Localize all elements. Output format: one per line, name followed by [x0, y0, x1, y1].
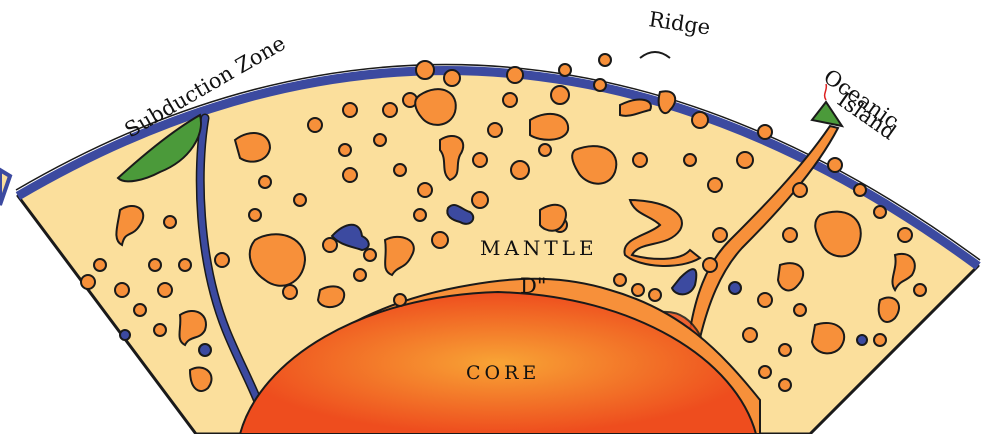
mantle-blob [649, 289, 661, 301]
mantle-blob [383, 103, 397, 117]
mantle-blob [779, 344, 791, 356]
mantle-blob [758, 293, 772, 307]
mantle-blob [235, 133, 270, 162]
mantle-blob [794, 304, 806, 316]
mantle-blob [318, 286, 344, 307]
mantle-blob [283, 285, 297, 299]
mantle-blob [633, 153, 647, 167]
mantle-blob [488, 123, 502, 137]
mantle-blob [154, 324, 166, 336]
mantle-blob [632, 284, 644, 296]
mantle-blob [614, 274, 626, 286]
mantle-blob [511, 161, 529, 179]
mantle-blob [179, 259, 191, 271]
mantle-blob [692, 112, 708, 128]
mantle-blob [294, 194, 306, 206]
mantle-label: MANTLE [480, 236, 598, 260]
mantle-blob [684, 154, 696, 166]
mantle-blob [713, 228, 727, 242]
mantle-blob [599, 54, 611, 66]
mantle-blob [473, 153, 487, 167]
slab-remnant [120, 330, 130, 340]
slab-remnant [857, 335, 867, 345]
slab-remnant [729, 282, 741, 294]
mantle-blob [308, 118, 322, 132]
mantle-blob [874, 206, 886, 218]
mantle-blob [158, 283, 172, 297]
mantle-blob [343, 168, 357, 182]
mantle-blob [94, 259, 106, 271]
mantle-blob [259, 176, 271, 188]
mantle-blob [190, 368, 212, 391]
mantle-blob [394, 164, 406, 176]
ridge-crest [640, 52, 670, 58]
mantle-blob [134, 304, 146, 316]
mantle-blob [418, 183, 432, 197]
mantle-blob [828, 158, 842, 172]
mantle-blob [708, 178, 722, 192]
mantle-blob [530, 114, 568, 140]
mantle-blob [339, 144, 351, 156]
mantle-blob [737, 152, 753, 168]
mantle-blob [374, 134, 386, 146]
mantle-blob [703, 258, 717, 272]
mantle-blob [559, 64, 571, 76]
mantle-blob [444, 70, 460, 86]
mantle-blob [115, 283, 129, 297]
ridge-label: Ridge [647, 7, 712, 39]
mantle-blob [149, 259, 161, 271]
mantle-blob [854, 184, 866, 196]
mantle-blob [812, 323, 844, 353]
mantle-blob [898, 228, 912, 242]
mantle-blob [793, 183, 807, 197]
mantle-blob [879, 298, 899, 322]
d-double-prime-label: D" [520, 274, 547, 298]
mantle-blob [743, 328, 757, 342]
mantle-blob [914, 284, 926, 296]
mantle-blob [783, 228, 797, 242]
mantle-blob [759, 366, 771, 378]
mantle-blob [874, 334, 886, 346]
mantle-blob [81, 275, 95, 289]
mantle-blob [432, 232, 448, 248]
core-label: CORE [466, 362, 540, 384]
mantle-blob [164, 216, 176, 228]
mantle-blob [394, 294, 406, 306]
mantle-blob [364, 249, 376, 261]
mantle-blob [215, 253, 229, 267]
mantle-blob [540, 205, 566, 231]
mantle-blob [594, 79, 606, 91]
mantle-blob [416, 61, 434, 79]
mantle-blob [779, 379, 791, 391]
adjacent-wedge-fragment [0, 170, 10, 205]
mantle-blob [507, 67, 523, 83]
mantle-blob [249, 209, 261, 221]
mantle-blob [551, 86, 569, 104]
mantle-blob [539, 144, 551, 156]
mantle-blob [354, 269, 366, 281]
mantle-blob [758, 125, 772, 139]
mantle-blob [472, 192, 488, 208]
mantle-blob [503, 93, 517, 107]
mantle-blob [343, 103, 357, 117]
mantle-blob [414, 209, 426, 221]
slab-remnant [199, 344, 211, 356]
